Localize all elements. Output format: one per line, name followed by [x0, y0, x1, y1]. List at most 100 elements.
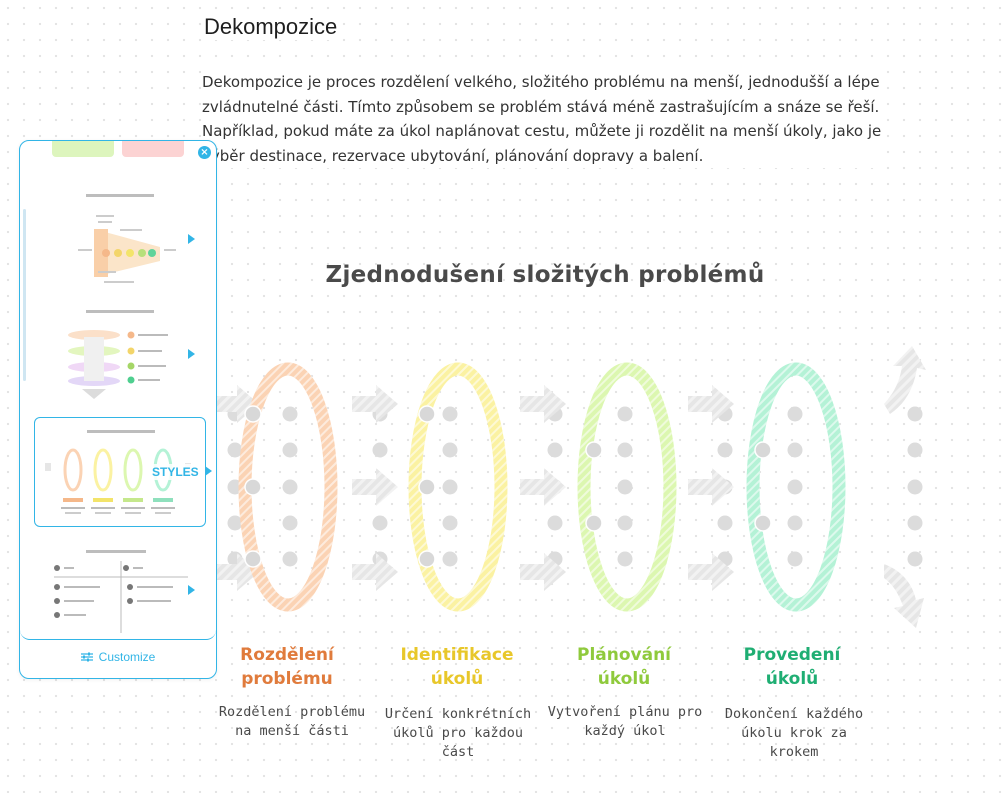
ring-dot [418, 405, 436, 423]
ring-dot [418, 478, 436, 496]
grey-dot [442, 406, 458, 422]
grey-dot [617, 515, 633, 531]
ring-dot [585, 441, 603, 459]
block-arrow-icon [688, 553, 734, 591]
step-ring-hatch [408, 362, 508, 612]
grey-dot [787, 406, 803, 422]
grey-dot [547, 515, 563, 531]
grey-dot [282, 406, 298, 422]
grey-dot [372, 442, 388, 458]
step-ring-hatch [577, 362, 677, 612]
grey-dot [787, 442, 803, 458]
thumbnail-arrow-icon [188, 234, 195, 244]
grey-dot [227, 515, 243, 531]
step-4-title-line1: Provedení [743, 645, 841, 665]
grey-dot [547, 442, 563, 458]
ring-dot [244, 550, 262, 568]
grey-dot [717, 515, 733, 531]
block-arrow-icon [688, 385, 734, 423]
thumbnail-arrow-icon [205, 466, 212, 476]
grey-dot [442, 551, 458, 567]
template-thumbnail-partial[interactable] [34, 141, 204, 161]
block-arrow-icon [520, 468, 566, 506]
grid-template-preview [54, 550, 188, 633]
grey-dot [787, 515, 803, 531]
template-thumbnail-selected[interactable]: STYLES [34, 417, 212, 527]
step-ring-hatch [746, 362, 846, 612]
infographic-title: Zjednodušení složitých problémů [325, 262, 765, 288]
thumbnail-arrow-icon [188, 585, 195, 595]
step-1-title: Rozdělení problému [207, 643, 367, 691]
grey-dot [907, 551, 923, 567]
block-arrow-icon [520, 553, 566, 591]
close-icon[interactable]: × [198, 146, 211, 159]
document-paragraph: Dekompozice je proces rozdělení velkého,… [202, 70, 882, 168]
grey-dot [372, 515, 388, 531]
grey-dot [282, 479, 298, 495]
grey-dot [617, 479, 633, 495]
step-3-title-line1: Plánování [576, 645, 672, 665]
template-thumbnail-grid[interactable] [34, 547, 204, 639]
styles-label[interactable]: STYLES [150, 464, 201, 480]
ring-dot [585, 514, 603, 532]
block-arrow-icon [688, 468, 734, 506]
curved-arrow-up-icon [884, 346, 926, 414]
template-picker-panel: × [19, 140, 217, 679]
step-4-title: Provedení úkolů [712, 643, 872, 691]
scrollbar[interactable] [23, 209, 26, 381]
template-thumbnail-funnel[interactable] [34, 189, 204, 289]
funnel-template-preview [78, 194, 176, 283]
step-1-title-line2: problému [241, 669, 333, 689]
grey-dot [907, 515, 923, 531]
curved-arrow-down-icon [884, 564, 924, 628]
grey-dot [442, 442, 458, 458]
customize-label: Customize [98, 650, 156, 664]
block-arrow-icon [520, 385, 566, 423]
sliders-icon [80, 652, 93, 662]
grey-dot [282, 551, 298, 567]
step-1-description: Rozdělení problému na menší části [218, 704, 366, 739]
grey-dot [907, 442, 923, 458]
grey-dot [787, 551, 803, 567]
stack-template-preview [68, 310, 168, 399]
document-heading: Dekompozice [202, 14, 340, 40]
grey-dot [282, 515, 298, 531]
grey-dot [442, 479, 458, 495]
grey-dot [907, 406, 923, 422]
ring-dot [244, 405, 262, 423]
ring-dot [754, 441, 772, 459]
step-2-title-line1: Identifikace [400, 645, 514, 665]
step-1-title-line1: Rozdělení [240, 645, 334, 665]
step-4-description: Dokončení každého úkolu krok za krokem [724, 706, 864, 760]
customize-button[interactable]: Customize [20, 639, 216, 677]
block-arrow-icon [352, 385, 398, 423]
thumbnail-arrow-icon [188, 349, 195, 359]
grey-dot [442, 515, 458, 531]
grey-dot [717, 442, 733, 458]
ring-dot [244, 478, 262, 496]
step-3-description: Vytvoření plánu pro každý úkol [547, 704, 703, 739]
grey-dot [617, 551, 633, 567]
template-thumbnail-stack[interactable] [34, 307, 204, 403]
grey-dot [617, 406, 633, 422]
grey-dot [227, 442, 243, 458]
grey-dot [787, 479, 803, 495]
step-2-title: Identifikace úkolů [377, 643, 537, 691]
block-arrow-icon [352, 468, 398, 506]
template-list[interactable]: × [20, 141, 216, 640]
dot-grid [227, 406, 923, 567]
block-arrow-icon [352, 553, 398, 591]
step-3-title: Plánování úkolů [544, 643, 704, 691]
grey-dot [907, 479, 923, 495]
grey-dot [282, 442, 298, 458]
step-2-description: Určení konkrétních úkolů pro každou část [384, 706, 532, 760]
ring-dot [754, 514, 772, 532]
step-2-title-line2: úkolů [430, 669, 484, 689]
step-4-title-line2: úkolů [765, 669, 819, 689]
ring-dot [418, 550, 436, 568]
step-3-title-line2: úkolů [597, 669, 651, 689]
ring-row [238, 362, 846, 612]
grey-dot [617, 442, 633, 458]
